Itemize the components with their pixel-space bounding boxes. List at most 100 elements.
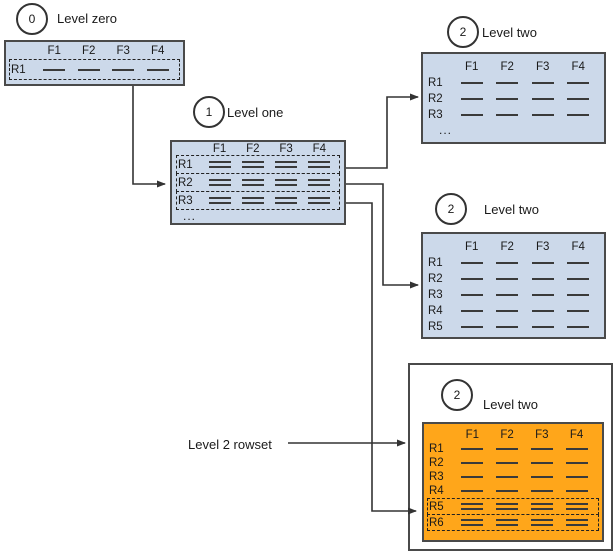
field-cell xyxy=(490,490,525,492)
level-one-badge: 1 xyxy=(193,96,225,128)
field-value-line xyxy=(565,508,588,510)
field-value-line xyxy=(460,278,483,280)
field-value-line xyxy=(242,179,265,181)
field-cell xyxy=(106,68,141,71)
field-cell xyxy=(270,179,303,186)
field-value-line xyxy=(531,326,554,328)
field-cell xyxy=(454,326,490,328)
field-value-line xyxy=(530,448,553,450)
field-value-line xyxy=(460,114,483,116)
row-label: R3 xyxy=(178,194,193,207)
field-value-line xyxy=(531,278,554,280)
field-header: F4 xyxy=(569,429,584,441)
field-cell xyxy=(490,82,526,84)
field-cell xyxy=(490,476,525,478)
field-value-line xyxy=(209,161,232,163)
table-row: R2 xyxy=(424,456,602,470)
table-row: R5 xyxy=(427,498,599,515)
field-cell xyxy=(37,68,72,71)
level-two-a-label: Level two xyxy=(482,25,537,40)
field-cell xyxy=(561,294,597,296)
field-value-line xyxy=(496,476,519,478)
field-value-line xyxy=(274,166,297,168)
level2-rowset-annotation: Level 2 rowset xyxy=(188,437,272,452)
row-label: R1 xyxy=(429,443,444,455)
field-header: F4 xyxy=(571,61,585,73)
field-value-line xyxy=(530,508,553,510)
field-value-line xyxy=(242,166,265,168)
field-cell xyxy=(525,503,560,510)
field-value-line xyxy=(274,179,297,181)
field-value-line xyxy=(460,82,483,84)
more-rows-ellipsis: ... xyxy=(183,209,197,223)
field-cell xyxy=(237,161,270,168)
field-value-line xyxy=(209,197,232,199)
field-cell xyxy=(525,476,560,478)
field-value-line xyxy=(307,166,330,168)
field-value-line xyxy=(530,503,553,505)
field-cell xyxy=(559,490,594,492)
field-header: F2 xyxy=(500,429,514,441)
field-value-line xyxy=(209,179,232,181)
field-cell xyxy=(490,98,526,100)
field-cell xyxy=(559,448,594,450)
field-cell xyxy=(237,197,270,204)
field-header: F3 xyxy=(536,241,550,253)
field-cell xyxy=(490,310,526,312)
field-cell xyxy=(490,462,525,464)
table-row: R1 xyxy=(424,442,602,456)
field-value-line xyxy=(209,202,232,204)
field-value-line xyxy=(242,184,265,186)
field-value-line xyxy=(274,202,297,204)
field-cell xyxy=(559,503,594,510)
field-value-line xyxy=(531,262,554,264)
field-value-line xyxy=(112,68,135,71)
field-value-line xyxy=(567,310,590,312)
field-cell xyxy=(454,278,490,280)
field-header: F3 xyxy=(279,143,293,155)
field-value-line xyxy=(530,476,553,478)
row-label: R3 xyxy=(429,471,444,483)
field-value-line xyxy=(274,184,297,186)
field-cell xyxy=(559,476,594,478)
field-cell xyxy=(525,294,561,296)
row-label: R2 xyxy=(429,457,444,469)
table-row: R2 xyxy=(423,271,604,287)
field-value-line xyxy=(530,524,553,526)
field-header: F2 xyxy=(82,45,96,57)
table-row: R3 xyxy=(176,191,340,210)
table-row: R4 xyxy=(424,484,602,498)
field-cell xyxy=(237,179,270,186)
row-label: R4 xyxy=(429,485,444,497)
field-value-line xyxy=(531,294,554,296)
field-value-line xyxy=(307,202,330,204)
row-label: R1 xyxy=(428,257,443,269)
field-cell xyxy=(455,462,490,464)
field-cell xyxy=(454,294,490,296)
arrow-level1-r2-to-level2b xyxy=(346,183,419,289)
field-cell xyxy=(490,278,526,280)
row-label: R1 xyxy=(428,77,443,89)
row-label: R2 xyxy=(428,273,443,285)
field-value-line xyxy=(567,262,590,264)
table-row: R1 xyxy=(9,59,180,80)
level-two-c-label: Level two xyxy=(483,397,538,412)
level-zero-badge: 0 xyxy=(16,3,48,35)
field-value-line xyxy=(496,524,519,526)
field-cell xyxy=(270,197,303,204)
field-value-line xyxy=(274,161,297,163)
field-cell xyxy=(525,326,561,328)
field-cell xyxy=(455,490,490,492)
field-value-line xyxy=(460,98,483,100)
field-cell xyxy=(455,476,490,478)
field-cell xyxy=(454,310,490,312)
table-row: R3 xyxy=(424,470,602,484)
field-value-line xyxy=(565,503,588,505)
field-value-line xyxy=(565,524,588,526)
field-cell xyxy=(561,278,597,280)
